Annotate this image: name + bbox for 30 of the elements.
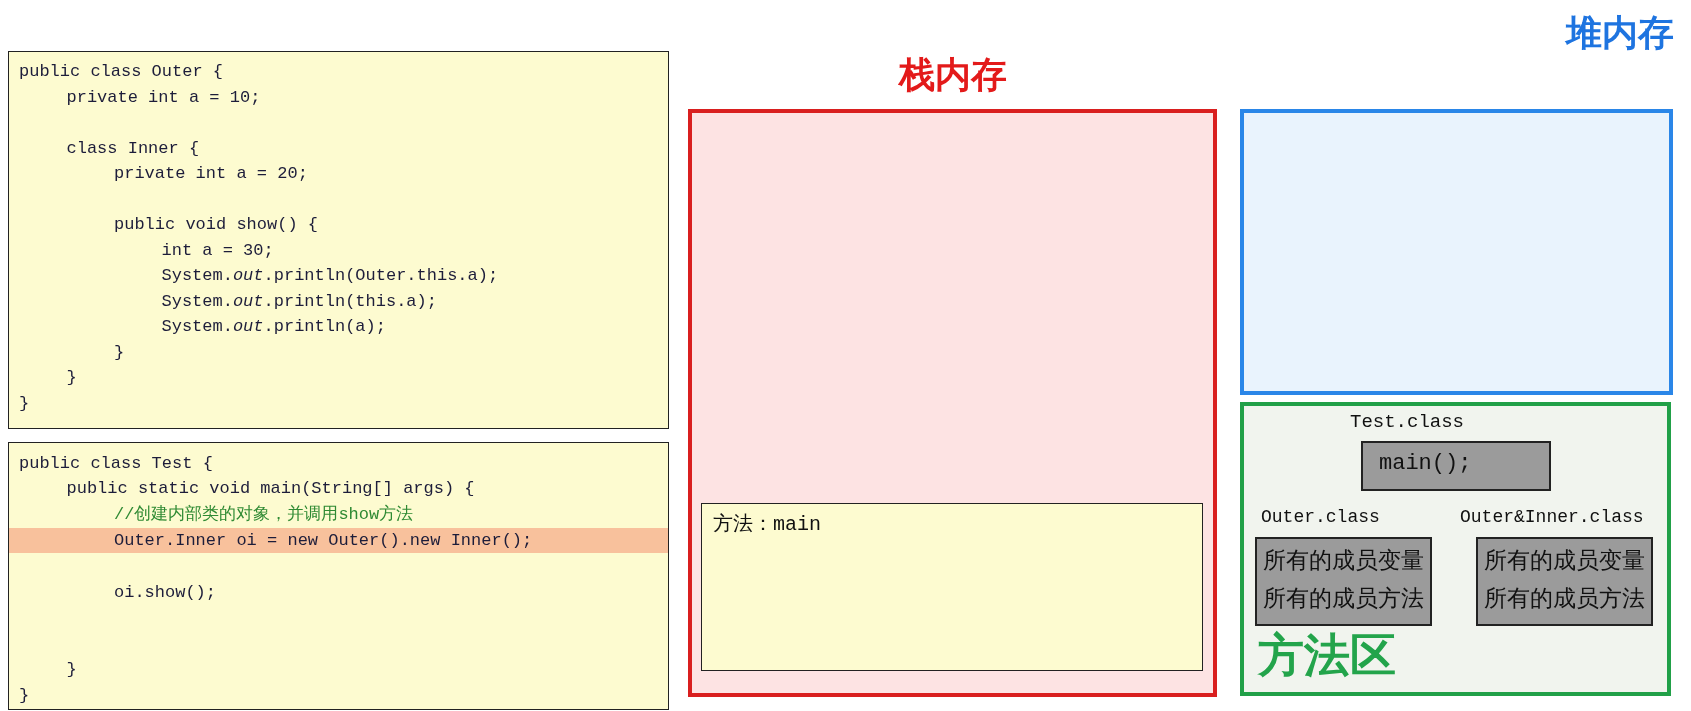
panel-title: 堆内存 [1566, 11, 1674, 55]
code-line: System.out.println(this.a); [160, 290, 438, 313]
member-label: 所有的成员方法 [1483, 585, 1646, 613]
code-line: } [113, 341, 126, 364]
method-label: main(); [1379, 451, 1472, 478]
code-line: private int a = 10; [65, 86, 262, 109]
code-line: System.out.println(a); [160, 316, 387, 338]
code-line: int a = 30; [160, 239, 275, 262]
code-line: public class Test { [18, 452, 214, 475]
code-line: } [65, 658, 78, 681]
frame-label: 方法：main [713, 513, 821, 537]
code-line: private int a = 20; [113, 163, 309, 185]
panel-title: 栈内存 [897, 53, 1008, 97]
code-line: public static void main(String[] args) { [65, 478, 476, 501]
panel-title: 方法区 [1258, 628, 1396, 684]
code-line: class Inner { [65, 137, 201, 160]
code-line: } [65, 367, 78, 389]
class-label: Outer&Inner.class [1460, 507, 1644, 529]
code-line: System.out.println(Outer.this.a); [160, 265, 500, 287]
code-line: public void show() { [113, 214, 320, 236]
code-comment: //创建内部类的对象，并调用show方法 [113, 504, 415, 527]
member-label: 所有的成员变量 [1483, 547, 1646, 575]
code-line: } [18, 392, 31, 415]
member-label: 所有的成员变量 [1262, 547, 1425, 575]
code-line: } [18, 684, 31, 707]
code-line: public class Outer { [18, 61, 225, 83]
code-line: oi.show(); [113, 581, 218, 604]
member-label: 所有的成员方法 [1262, 585, 1425, 613]
class-label: Outer.class [1261, 507, 1380, 529]
class-label: Test.class [1350, 411, 1465, 434]
